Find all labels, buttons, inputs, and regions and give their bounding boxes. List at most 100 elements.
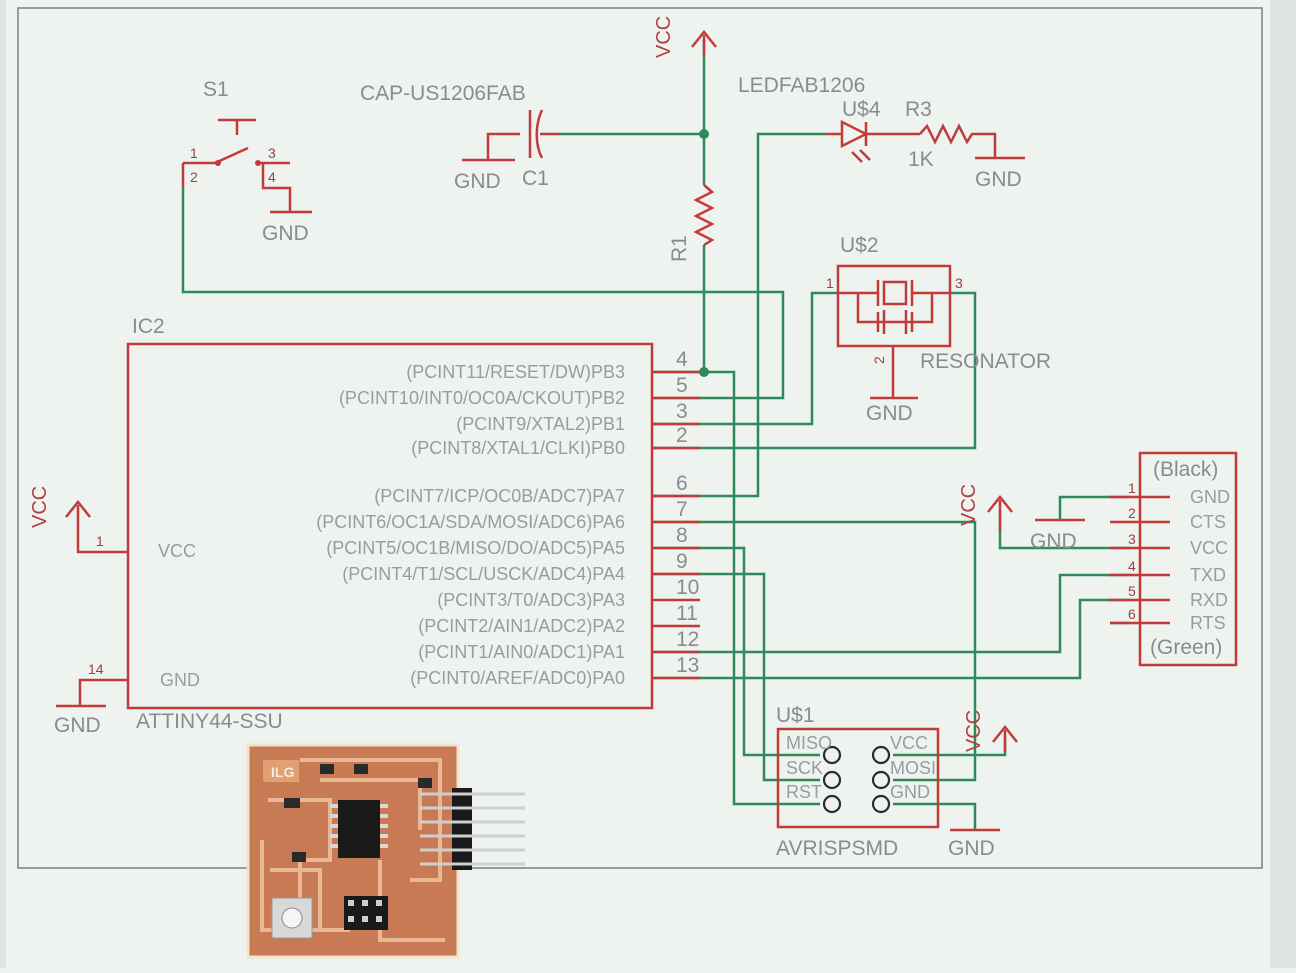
net-txd (652, 573, 1130, 654)
ic-gnd-pin: GND (160, 670, 200, 690)
ic-pin1: 1 (96, 533, 104, 549)
ic-pin-number: 4 (676, 348, 688, 371)
isp-vcc-pin: VCC (890, 733, 928, 753)
ic-pin-desc: (PCINT10/INT0/OC0A/CKOUT)PB2 (339, 388, 625, 408)
ic-pin-number: 12 (676, 628, 699, 651)
ic2-label: IC2 (132, 315, 165, 338)
r1-label: R1 (668, 235, 691, 262)
s1-pin1: 1 (190, 145, 198, 161)
pcb-chip (338, 800, 380, 858)
paper-edge (1270, 0, 1296, 968)
ic-pin-desc: (PCINT8/XTAL1/CLKI)PB0 (411, 438, 625, 458)
ic-part-label: ATTINY44-SSU (136, 710, 283, 733)
paper-edge-left (0, 0, 6, 968)
isp-vcc-label: VCC (963, 710, 985, 752)
hdr-gnd-label: GND (1030, 530, 1077, 553)
ic-pin-desc: (PCINT3/T0/ADC3)PA3 (437, 590, 625, 610)
ic-pin-number: 11 (676, 602, 698, 625)
hdr-green: (Green) (1150, 636, 1222, 659)
pcb-logo: ILG (271, 764, 294, 780)
pcb-logo-bg (263, 760, 299, 782)
ic2-attiny44: IC2 ATTINY44-SSU VCC GND 1 VCC 14 GND (P… (29, 315, 700, 737)
ic-pin-list: (PCINT11/RESET/DW)PB3 4 (PCINT10/INT0/OC0A… (316, 348, 700, 688)
s1-gnd-label: GND (262, 222, 309, 245)
pcb-board-photo: ILG (246, 743, 525, 959)
resonator-u2: U$2 1 3 2 RESONATOR GND (826, 234, 1051, 425)
cap-part-label: CAP-US1206FAB (360, 82, 526, 105)
net-xtal1 (652, 291, 977, 450)
header-pin-number: 3 (1128, 531, 1136, 547)
s1-pin2: 2 (190, 169, 198, 185)
avr-label: AVRISPSMD (776, 837, 898, 860)
ic-pin-number: 13 (676, 654, 699, 677)
c1-label: C1 (522, 167, 549, 190)
ic-pin-desc: (PCINT0/AREF/ADC0)PA0 (410, 668, 625, 688)
ic-pin-desc: (PCINT7/ICP/OC0B/ADC7)PA7 (374, 486, 625, 506)
ic-pin-number: 6 (676, 472, 688, 495)
ic-pin-desc: (PCINT2/AIN1/ADC2)PA2 (418, 616, 625, 636)
s1-pin3: 3 (268, 145, 276, 161)
ic-pin-desc: (PCINT6/OC1A/SDA/MOSI/ADC6)PA6 (316, 512, 625, 532)
ic-pin-desc: (PCINT5/OC1B/MISO/DO/ADC5)PA5 (326, 538, 625, 558)
u4-label: U$4 (842, 98, 881, 121)
res-pin1: 1 (826, 275, 834, 291)
ic-pin-number: 2 (676, 424, 688, 447)
pcb-header-pins (420, 788, 525, 870)
vcc-top-symbol: VCC (653, 16, 717, 58)
r3-value: 1K (908, 148, 934, 171)
isp-mosi: MOSI (890, 758, 936, 778)
ic-pin-desc: (PCINT9/XTAL2)PB1 (456, 414, 625, 434)
s1-pin4: 4 (268, 169, 276, 185)
res-pin2: 2 (871, 356, 887, 364)
header-pin-number: 5 (1128, 583, 1136, 599)
ic-pin-number: 8 (676, 524, 688, 547)
hdr-vcc-label: VCC (958, 484, 980, 526)
hdr-black: (Black) (1153, 458, 1218, 481)
net-rxd (652, 598, 1130, 680)
ic-pin-number: 10 (676, 576, 699, 599)
net-hdr-gnd (1058, 495, 1130, 520)
u2-label: U$2 (840, 234, 879, 257)
ic-pin14: 14 (88, 661, 104, 677)
resistor-r1: R1 (668, 184, 715, 262)
ic-pin-number: 5 (676, 374, 688, 397)
header-pin-number: 2 (1128, 505, 1136, 521)
header-pin-name: GND (1190, 487, 1230, 507)
ic-pin-number: 7 (676, 498, 688, 521)
net-switch (181, 188, 785, 400)
res-pin3: 3 (955, 275, 963, 291)
header-pin-name: TXD (1190, 565, 1226, 585)
isp-gnd-label: GND (948, 837, 995, 860)
ic-pin-desc: (PCINT11/RESET/DW)PB3 (406, 362, 625, 382)
led-part-label: LEDFAB1206 (738, 74, 865, 97)
isp-gnd-pin: GND (890, 782, 930, 802)
switch-s1: S1 1 2 3 4 GND (181, 78, 312, 245)
resonator-label: RESONATOR (920, 350, 1051, 373)
cap-gnd-label: GND (454, 170, 501, 193)
header-pin-number: 1 (1128, 480, 1136, 496)
vcc-left-label: VCC (29, 486, 51, 528)
led-r3: LEDFAB1206 U$4 R3 1K GND (738, 74, 1025, 191)
header-pin-name: RXD (1190, 590, 1228, 610)
header-pin-name: CTS (1190, 512, 1226, 532)
ic-pin-number: 3 (676, 400, 688, 423)
isp-u1: U$1 MISO SCK RST VCC MOSI GND AVRISPSMD … (776, 704, 1018, 860)
isp-rst: RST (786, 782, 822, 802)
vcc-top-label: VCC (653, 16, 675, 58)
u1-label: U$1 (776, 704, 815, 727)
header-pin-name: VCC (1190, 538, 1228, 558)
ic-pin-desc: (PCINT1/AIN0/ADC1)PA1 (418, 642, 625, 662)
header-pin-number: 4 (1128, 558, 1136, 574)
junction-cap (699, 129, 709, 139)
header-pin-name: RTS (1190, 613, 1226, 633)
s1-label: S1 (203, 78, 229, 101)
sheet-frame (17, 7, 1263, 869)
ic-vcc-pin: VCC (158, 541, 196, 561)
gnd-left-label: GND (54, 714, 101, 737)
ic-pin-number: 9 (676, 550, 688, 573)
nets (181, 40, 1130, 830)
